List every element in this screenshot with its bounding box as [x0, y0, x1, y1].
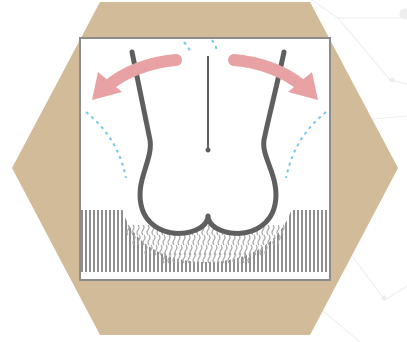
network-line	[312, 0, 407, 18]
network-node	[400, 9, 407, 19]
network-node	[390, 78, 394, 82]
network-node	[382, 296, 386, 300]
network-line	[338, 18, 407, 84]
